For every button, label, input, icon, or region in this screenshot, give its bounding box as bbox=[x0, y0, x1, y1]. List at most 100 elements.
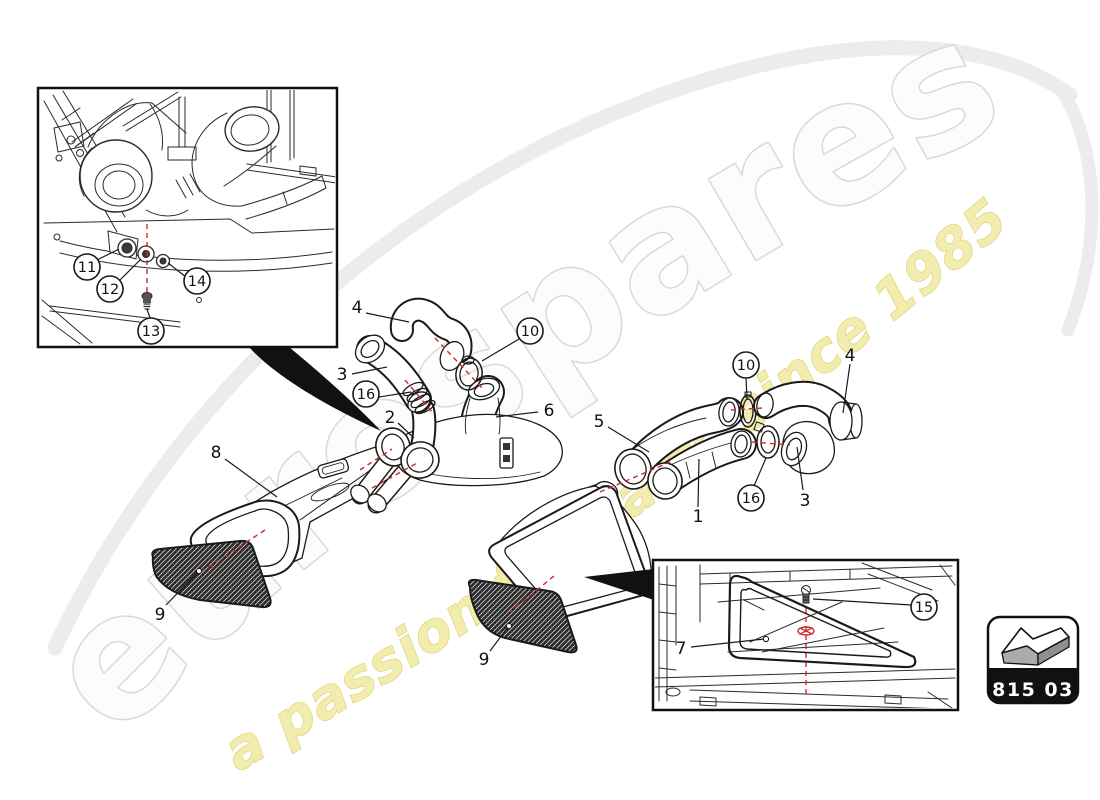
red-dash-axis bbox=[434, 337, 485, 391]
part-16-spring-left-drawing bbox=[402, 381, 436, 415]
part-3-hose-left-drawing bbox=[354, 334, 432, 413]
callout-number-9: 9 bbox=[479, 650, 490, 670]
leader-line bbox=[351, 366, 388, 375]
callout-15: 15 bbox=[812, 593, 938, 621]
leader-line bbox=[224, 458, 278, 498]
callout-number-14: 14 bbox=[188, 274, 206, 290]
red-dash-axis bbox=[599, 461, 671, 493]
leader-dot bbox=[195, 567, 203, 575]
callout-number-5: 5 bbox=[594, 412, 605, 432]
callout-circle bbox=[96, 275, 124, 303]
watermark-swoosh-icon bbox=[47, 40, 1078, 656]
callout-circle bbox=[910, 593, 938, 621]
leader-line bbox=[118, 258, 142, 282]
callout-number-15: 15 bbox=[915, 600, 933, 616]
screw-13 bbox=[141, 292, 153, 310]
leader-line bbox=[96, 248, 120, 261]
callout-number-16: 16 bbox=[742, 491, 760, 507]
watermark-swoosh-right-icon bbox=[1056, 85, 1099, 337]
callout-9-left: 9 bbox=[155, 567, 203, 625]
callout-10-right: 10 bbox=[732, 351, 760, 400]
part-4-duct-right-drawing bbox=[753, 380, 863, 441]
red-dash-axis bbox=[751, 441, 791, 446]
part-9-grille-center bbox=[467, 578, 578, 654]
callout-4-right: 4 bbox=[842, 346, 856, 414]
leader-line bbox=[495, 411, 539, 418]
leader-line bbox=[753, 457, 767, 487]
callout-number-3: 3 bbox=[337, 365, 348, 385]
callout-6: 6 bbox=[495, 401, 555, 421]
red-dash-axis bbox=[198, 529, 266, 574]
callout-number-9: 9 bbox=[155, 605, 166, 625]
leader-line bbox=[165, 571, 199, 606]
callout-3-left: 3 bbox=[337, 365, 388, 385]
part-2-connector-drawing bbox=[375, 398, 440, 479]
callout-circle bbox=[137, 317, 165, 345]
callout-circle bbox=[352, 380, 380, 408]
leader-line bbox=[365, 312, 410, 323]
callout-number-4: 4 bbox=[845, 346, 856, 366]
part-5-duct-drawing bbox=[614, 397, 744, 490]
duct-6-tag bbox=[499, 437, 514, 469]
callout-13: 13 bbox=[137, 308, 165, 345]
leader-line bbox=[745, 377, 748, 400]
part-7-frame-drawing bbox=[727, 574, 917, 669]
leader-dot bbox=[505, 622, 513, 630]
center-funnel-duct-drawing bbox=[488, 480, 652, 621]
badge-code-bar bbox=[988, 668, 1078, 703]
callout-number-10: 10 bbox=[737, 358, 755, 374]
callout-16-left: 16 bbox=[352, 380, 412, 408]
callout-circle bbox=[732, 351, 760, 379]
callout-number-6: 6 bbox=[544, 401, 555, 421]
callout-number-2: 2 bbox=[385, 408, 396, 428]
diagram-section-icon bbox=[1001, 627, 1070, 666]
page-ref-badge: 815 03 bbox=[986, 615, 1080, 705]
callout-number-10: 10 bbox=[521, 324, 539, 340]
leader-line bbox=[146, 308, 151, 319]
callout-number-13: 13 bbox=[142, 324, 160, 340]
callout-circle bbox=[183, 267, 211, 295]
callout-2: 2 bbox=[385, 408, 415, 439]
callout-number-16: 16 bbox=[357, 387, 375, 403]
leader-line bbox=[690, 638, 765, 648]
part-4-hose-left-drawing bbox=[389, 297, 473, 372]
callout-9-center: 9 bbox=[479, 622, 513, 670]
callout-number-7: 7 bbox=[676, 639, 687, 659]
callout-4-left: 4 bbox=[352, 298, 410, 323]
callout-14: 14 bbox=[167, 262, 211, 295]
callout-7: 7 bbox=[676, 635, 770, 659]
inset-pointer-arrow-bottom bbox=[584, 569, 654, 600]
callout-number-1: 1 bbox=[693, 507, 704, 527]
callout-number-4: 4 bbox=[352, 298, 363, 318]
leader-line bbox=[607, 426, 650, 453]
red-dash-axis bbox=[359, 448, 393, 471]
callout-3-right: 3 bbox=[796, 446, 810, 511]
leader-line bbox=[842, 363, 851, 414]
leader-dot bbox=[762, 635, 770, 643]
leader-line bbox=[489, 626, 509, 652]
callout-number-11: 11 bbox=[78, 260, 96, 276]
inset-pointer-arrow-top bbox=[249, 347, 381, 431]
leader-line bbox=[697, 458, 700, 508]
red-dash-axis bbox=[509, 575, 555, 613]
callout-circle bbox=[73, 253, 101, 281]
leader-line bbox=[796, 446, 804, 491]
assembly-axis-dashes bbox=[146, 224, 807, 697]
leader-line bbox=[378, 391, 412, 398]
leader-line bbox=[812, 598, 912, 606]
part-1-duct-drawing bbox=[647, 428, 757, 500]
red-dash-axis bbox=[404, 379, 434, 414]
part-9-grille-left bbox=[151, 539, 272, 609]
inset-detail-top-left bbox=[36, 86, 339, 349]
callout-number-12: 12 bbox=[101, 282, 119, 298]
part-3-hose-right-drawing bbox=[780, 421, 835, 475]
callout-circle bbox=[737, 484, 765, 512]
callout-number-8: 8 bbox=[211, 443, 222, 463]
leader-line bbox=[481, 338, 520, 362]
leader-line bbox=[167, 262, 187, 278]
callout-circle bbox=[516, 317, 544, 345]
part-10-clamp-left-drawing bbox=[455, 355, 483, 391]
callout-10-left: 10 bbox=[481, 317, 544, 362]
